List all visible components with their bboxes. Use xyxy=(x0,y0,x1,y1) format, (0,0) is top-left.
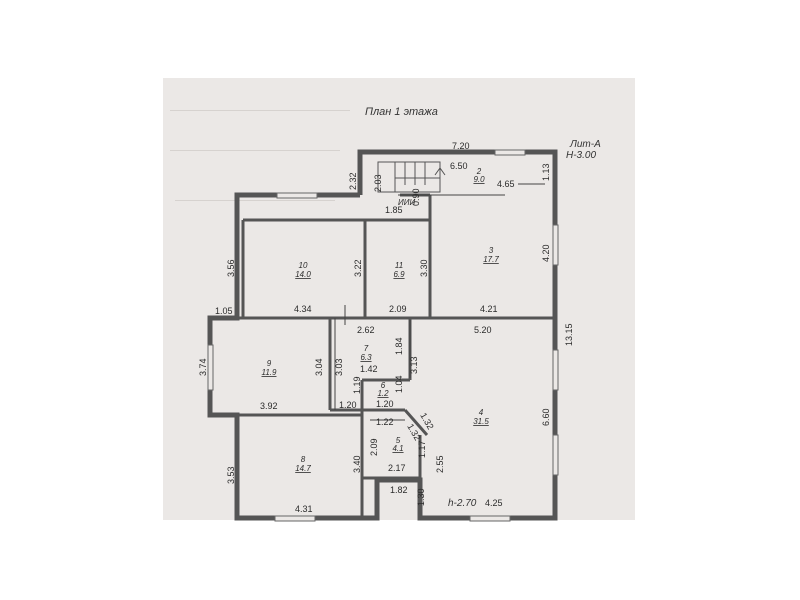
room-label: 10 14.0 xyxy=(295,261,311,279)
dimension-labels: 7.20 6.50 2.32 2.03 1.13 4.65 0.90 1.85 … xyxy=(198,141,574,514)
dimension-label: 2.03 xyxy=(373,174,383,192)
dimension-label: 1.20 xyxy=(339,400,357,410)
windows xyxy=(207,149,559,522)
dimension-label: 3.30 xyxy=(419,259,429,277)
dimension-label: 1.17 xyxy=(417,440,427,458)
room-number: 8 xyxy=(301,455,306,464)
stair-label: ИИИ xyxy=(398,198,415,207)
room-number: 6 xyxy=(381,381,386,390)
dimension-label: 6.50 xyxy=(450,161,468,171)
room-number: 10 xyxy=(299,261,308,270)
dimension-label: 3.53 xyxy=(226,466,236,484)
faded-line xyxy=(170,150,340,151)
dimension-label: 3.56 xyxy=(226,259,236,277)
dimension-label: 2.09 xyxy=(369,438,379,456)
dimension-label: 1.05 xyxy=(215,306,233,316)
room-area: 1.2 xyxy=(377,389,389,398)
room-label: 4 31.5 xyxy=(473,408,489,426)
lower-height-label: h-2.70 xyxy=(448,498,477,509)
room-label: 7 6.3 xyxy=(360,344,372,362)
room-area: 4.1 xyxy=(392,444,403,453)
faded-line xyxy=(175,200,335,201)
litera-height: H-3.00 xyxy=(566,150,596,161)
room-number: 9 xyxy=(267,359,272,368)
room-number: 2 xyxy=(476,167,482,176)
faded-line xyxy=(170,110,350,111)
room-area: 31.5 xyxy=(473,417,489,426)
plan-title-group: План 1 этажа Лит-А H-3.00 xyxy=(365,106,601,161)
room-number: 5 xyxy=(396,436,401,445)
room-area: 6.9 xyxy=(393,270,405,279)
dimension-label: 1.82 xyxy=(390,485,408,495)
room-label: 6 1.2 xyxy=(377,381,389,398)
dimension-label: 2.17 xyxy=(388,463,406,473)
dimension-label: 0.90 xyxy=(411,188,421,206)
walls xyxy=(207,149,558,521)
dimension-label: 4.21 xyxy=(480,304,498,314)
dimension-label: 1.22 xyxy=(376,417,394,427)
room-area: 9.0 xyxy=(473,175,485,184)
dimension-label: 1.20 xyxy=(376,399,394,409)
dimension-label: 4.31 xyxy=(295,504,313,514)
dimension-label: 3.40 xyxy=(352,455,362,473)
dimension-label: 1.13 xyxy=(541,163,551,181)
dimension-label: 13.15 xyxy=(564,323,574,346)
room-labels: 10 14.0 11 6.9 3 17.7 2 9.0 7 6.3 9 11.9… xyxy=(262,167,500,473)
dimension-label: 2.09 xyxy=(389,304,407,314)
room-area: 14.0 xyxy=(295,270,311,279)
staircase xyxy=(377,161,446,193)
plan-title: План 1 этажа xyxy=(365,106,438,118)
dimension-label: 7.20 xyxy=(452,141,470,151)
dimension-label: 3.04 xyxy=(314,358,324,376)
room-area: 11.9 xyxy=(262,368,278,377)
dimension-label: 1.30 xyxy=(416,488,426,506)
dimension-label: 1.42 xyxy=(360,364,378,374)
room-label: 5 4.1 xyxy=(392,436,403,453)
room-number: 11 xyxy=(395,261,403,270)
room-number: 3 xyxy=(489,246,494,255)
dimension-label: 2.62 xyxy=(357,325,375,335)
room-area: 6.3 xyxy=(360,353,372,362)
dimension-label: 4.65 xyxy=(497,179,515,189)
dimension-label: 3.22 xyxy=(353,259,363,277)
dimension-label: 1.85 xyxy=(385,205,403,215)
room-label: 2 9.0 xyxy=(473,167,485,184)
dimension-label: 3.13 xyxy=(409,356,419,374)
dimension-label: 3.92 xyxy=(260,401,278,411)
dimension-label: 3.74 xyxy=(198,358,208,376)
room-area: 14.7 xyxy=(295,464,311,473)
dimension-label: 1.04 xyxy=(394,375,404,393)
dimension-label: 4.25 xyxy=(485,498,503,508)
room-label: 9 11.9 xyxy=(262,359,278,377)
room-label: 3 17.7 xyxy=(483,246,499,264)
room-number: 7 xyxy=(364,344,369,353)
dimension-label: 5.20 xyxy=(474,325,492,335)
room-area: 17.7 xyxy=(483,255,499,264)
dimension-label: 4.34 xyxy=(294,304,312,314)
litera-name: Лит-А xyxy=(569,139,601,150)
room-number: 4 xyxy=(479,408,484,417)
dimension-label: 6.60 xyxy=(541,408,551,426)
room-label: 11 6.9 xyxy=(393,261,405,279)
room-label: 8 14.7 xyxy=(295,455,311,473)
dimension-label: 2.55 xyxy=(435,455,445,473)
dimension-label: 4.20 xyxy=(541,244,551,262)
dimension-label: 1.84 xyxy=(394,337,404,355)
dimension-lines xyxy=(334,183,545,421)
dimension-label: 1.19 xyxy=(352,376,362,394)
dimension-label: 3.03 xyxy=(334,358,344,376)
dimension-label: 2.32 xyxy=(348,172,358,190)
